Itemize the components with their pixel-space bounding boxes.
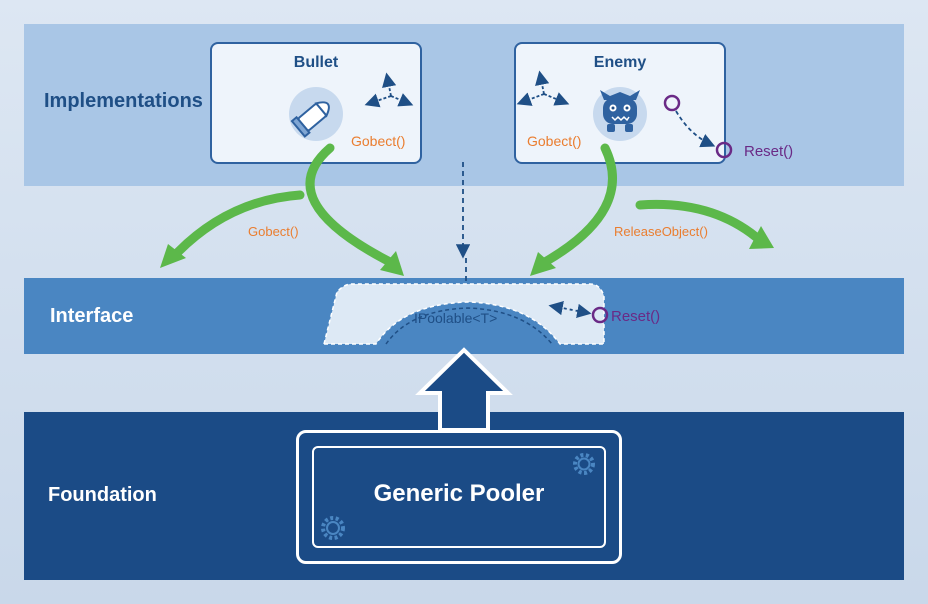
enemy-reset-label: Reset() <box>744 143 794 160</box>
bullet-method-label: Gobect() <box>351 133 406 149</box>
generic-pooler-label: Generic Pooler <box>373 480 545 507</box>
green-flow-arrows <box>173 143 761 267</box>
enemy-title: Enemy <box>593 54 647 71</box>
enemy-method-label: Gobect() <box>527 133 582 149</box>
ipoolable-arch <box>323 283 605 345</box>
interface-reset-label: Reset() <box>611 308 661 325</box>
interface-label: Interface <box>50 305 134 327</box>
implementations-label: Implementations <box>44 90 203 112</box>
ipoolable-label: IPoolable<T> <box>414 310 498 326</box>
left-flow-label: Gobect() <box>248 224 299 239</box>
enemy-monster-icon <box>593 87 647 141</box>
foundation-label: Foundation <box>48 484 157 506</box>
gear-icon <box>573 453 595 475</box>
gear-icon <box>321 516 345 540</box>
foundation-layer <box>24 412 904 580</box>
reset-node-icon <box>663 94 681 112</box>
generic-pooler-box <box>312 446 606 548</box>
reset-node-icon <box>591 306 609 324</box>
scatter-arrows-icon <box>364 72 414 108</box>
bullet-title: Bullet <box>293 54 339 71</box>
inheritance-up-arrow <box>415 347 513 432</box>
scatter-arrows-icon <box>516 70 570 106</box>
right-flow-label: ReleaseObject() <box>614 224 708 239</box>
bullet-icon <box>289 87 343 141</box>
reset-node-icon <box>715 141 733 159</box>
implementations-layer <box>24 24 904 186</box>
